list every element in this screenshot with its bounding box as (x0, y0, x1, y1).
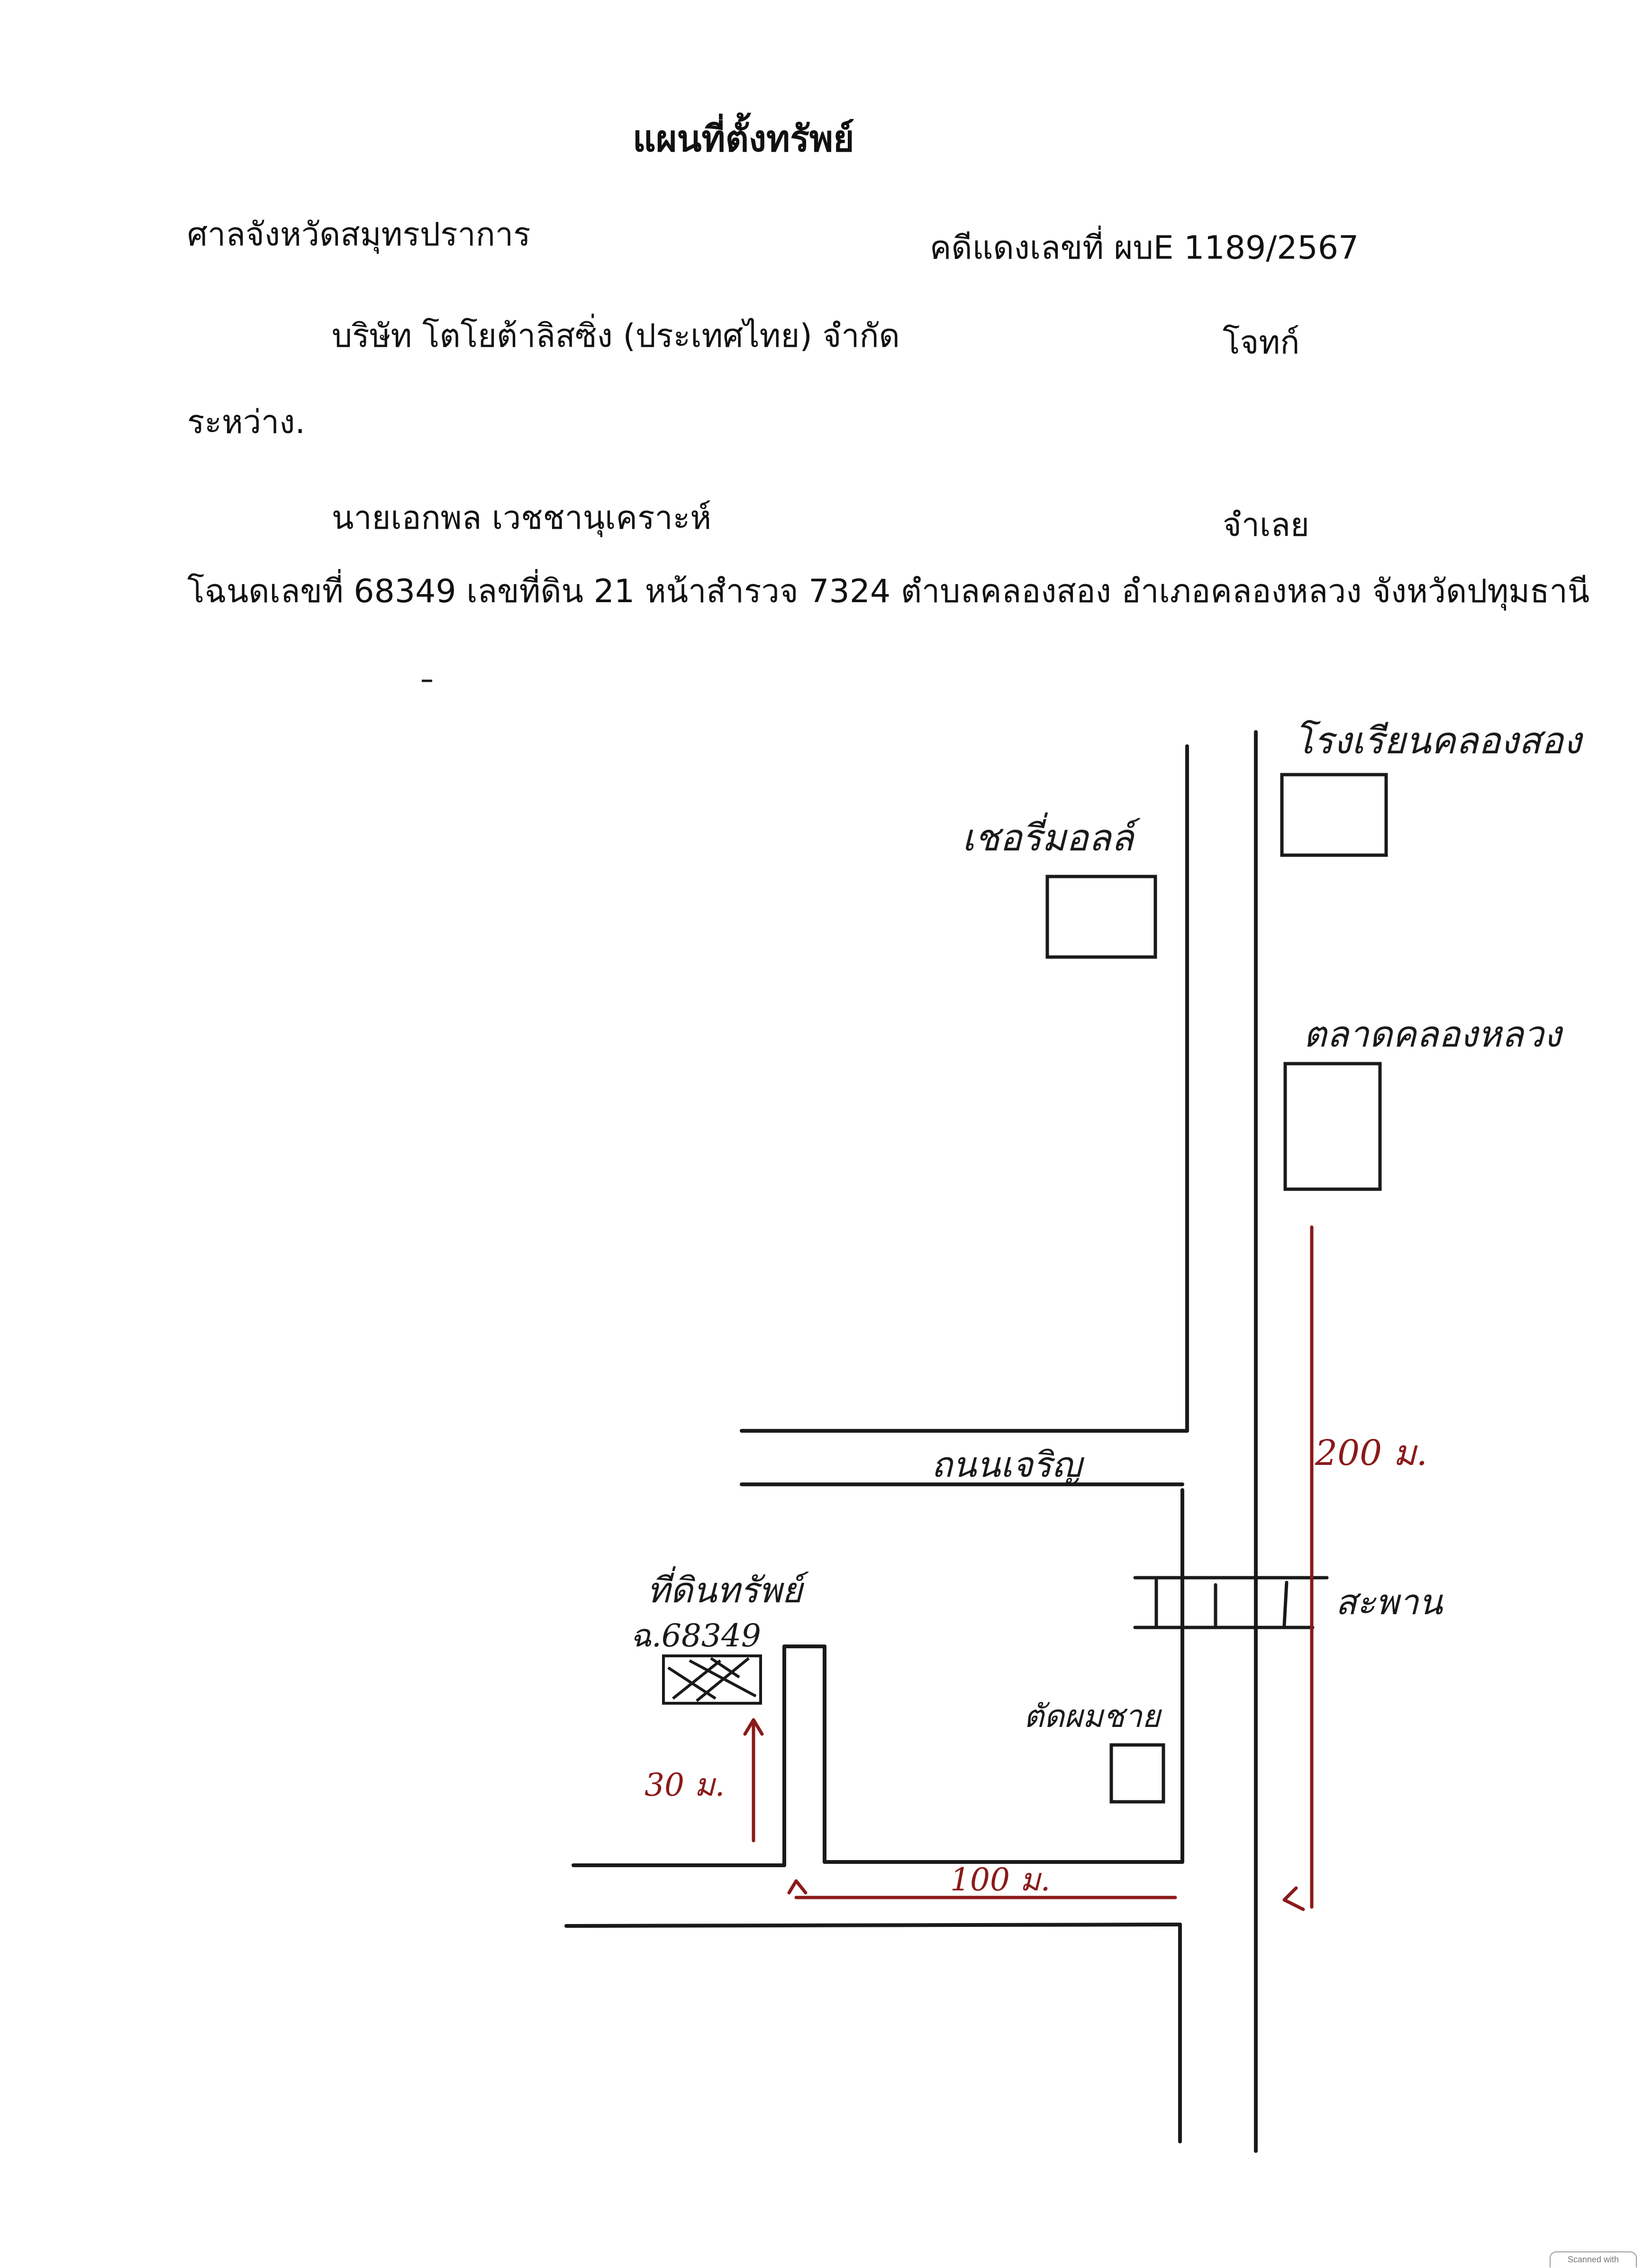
market-box (1283, 1062, 1382, 1191)
distance-north-south: 200 ม. (1315, 1433, 1428, 1473)
property-parcel (662, 1654, 762, 1705)
property-label: ที่ดินทรัพย์ (647, 1570, 803, 1611)
market-label: ตลาดคลองหลวง (1303, 1013, 1561, 1055)
main-road (1178, 730, 1258, 2153)
side-road (740, 1429, 1189, 1486)
plaintiff-label: โจทก์ (1223, 324, 1300, 361)
between-label: ระหว่าง. (187, 404, 306, 441)
school-label: โรงเรียนคลองสอง (1294, 720, 1581, 762)
page-title: แผนที่ตั้งทรัพย์ (633, 117, 854, 160)
distance-alley: 30 ม. (644, 1767, 725, 1803)
plaintiff-name: บริษัท โตโยต้าลิสซิ่ง (ประเทศไทย) จำกัด (332, 317, 900, 355)
defendant-label: จำเลย (1223, 506, 1309, 544)
scanner-stamp: Scanned with (1550, 2251, 1637, 2268)
case-number: คดีแดงเลขที่ ผบE 1189/2567 (930, 229, 1359, 267)
cherry-mall-label: เชอรี่มอลล์ (962, 817, 1134, 859)
east-west-arrow-head (787, 1879, 808, 1895)
north-south-arrow-head (1282, 1886, 1305, 1911)
defendant-name: นายเอกพล เวชชานุเคราะห์ (332, 499, 712, 537)
cherry-mall-box (1045, 875, 1157, 959)
alley (782, 1645, 826, 1867)
distance-east-west: 100 ม. (950, 1861, 1051, 1898)
road-name-label: ถนนเจริญ (931, 1445, 1082, 1485)
deed-number-label: ฉ.68349 (630, 1617, 761, 1654)
bridge (1133, 1576, 1329, 1629)
school-box (1280, 773, 1388, 857)
court-name: ศาลจังหวัดสมุทรปราการ (187, 216, 531, 253)
distance-arrows (743, 1225, 1314, 1911)
landmarks (1045, 773, 1388, 1804)
lower-road (564, 1860, 1184, 1928)
deed-line: โฉนดเลขที่ 68349 เลขที่ดิน 21 หน้าสำรวจ … (187, 573, 1590, 610)
hair-salon-label: ตัดผมชาย (1024, 1698, 1161, 1735)
bridge-label: สะพาน (1335, 1582, 1443, 1623)
alley-arrow-head (743, 1718, 764, 1736)
hair-salon-box (1109, 1743, 1165, 1804)
